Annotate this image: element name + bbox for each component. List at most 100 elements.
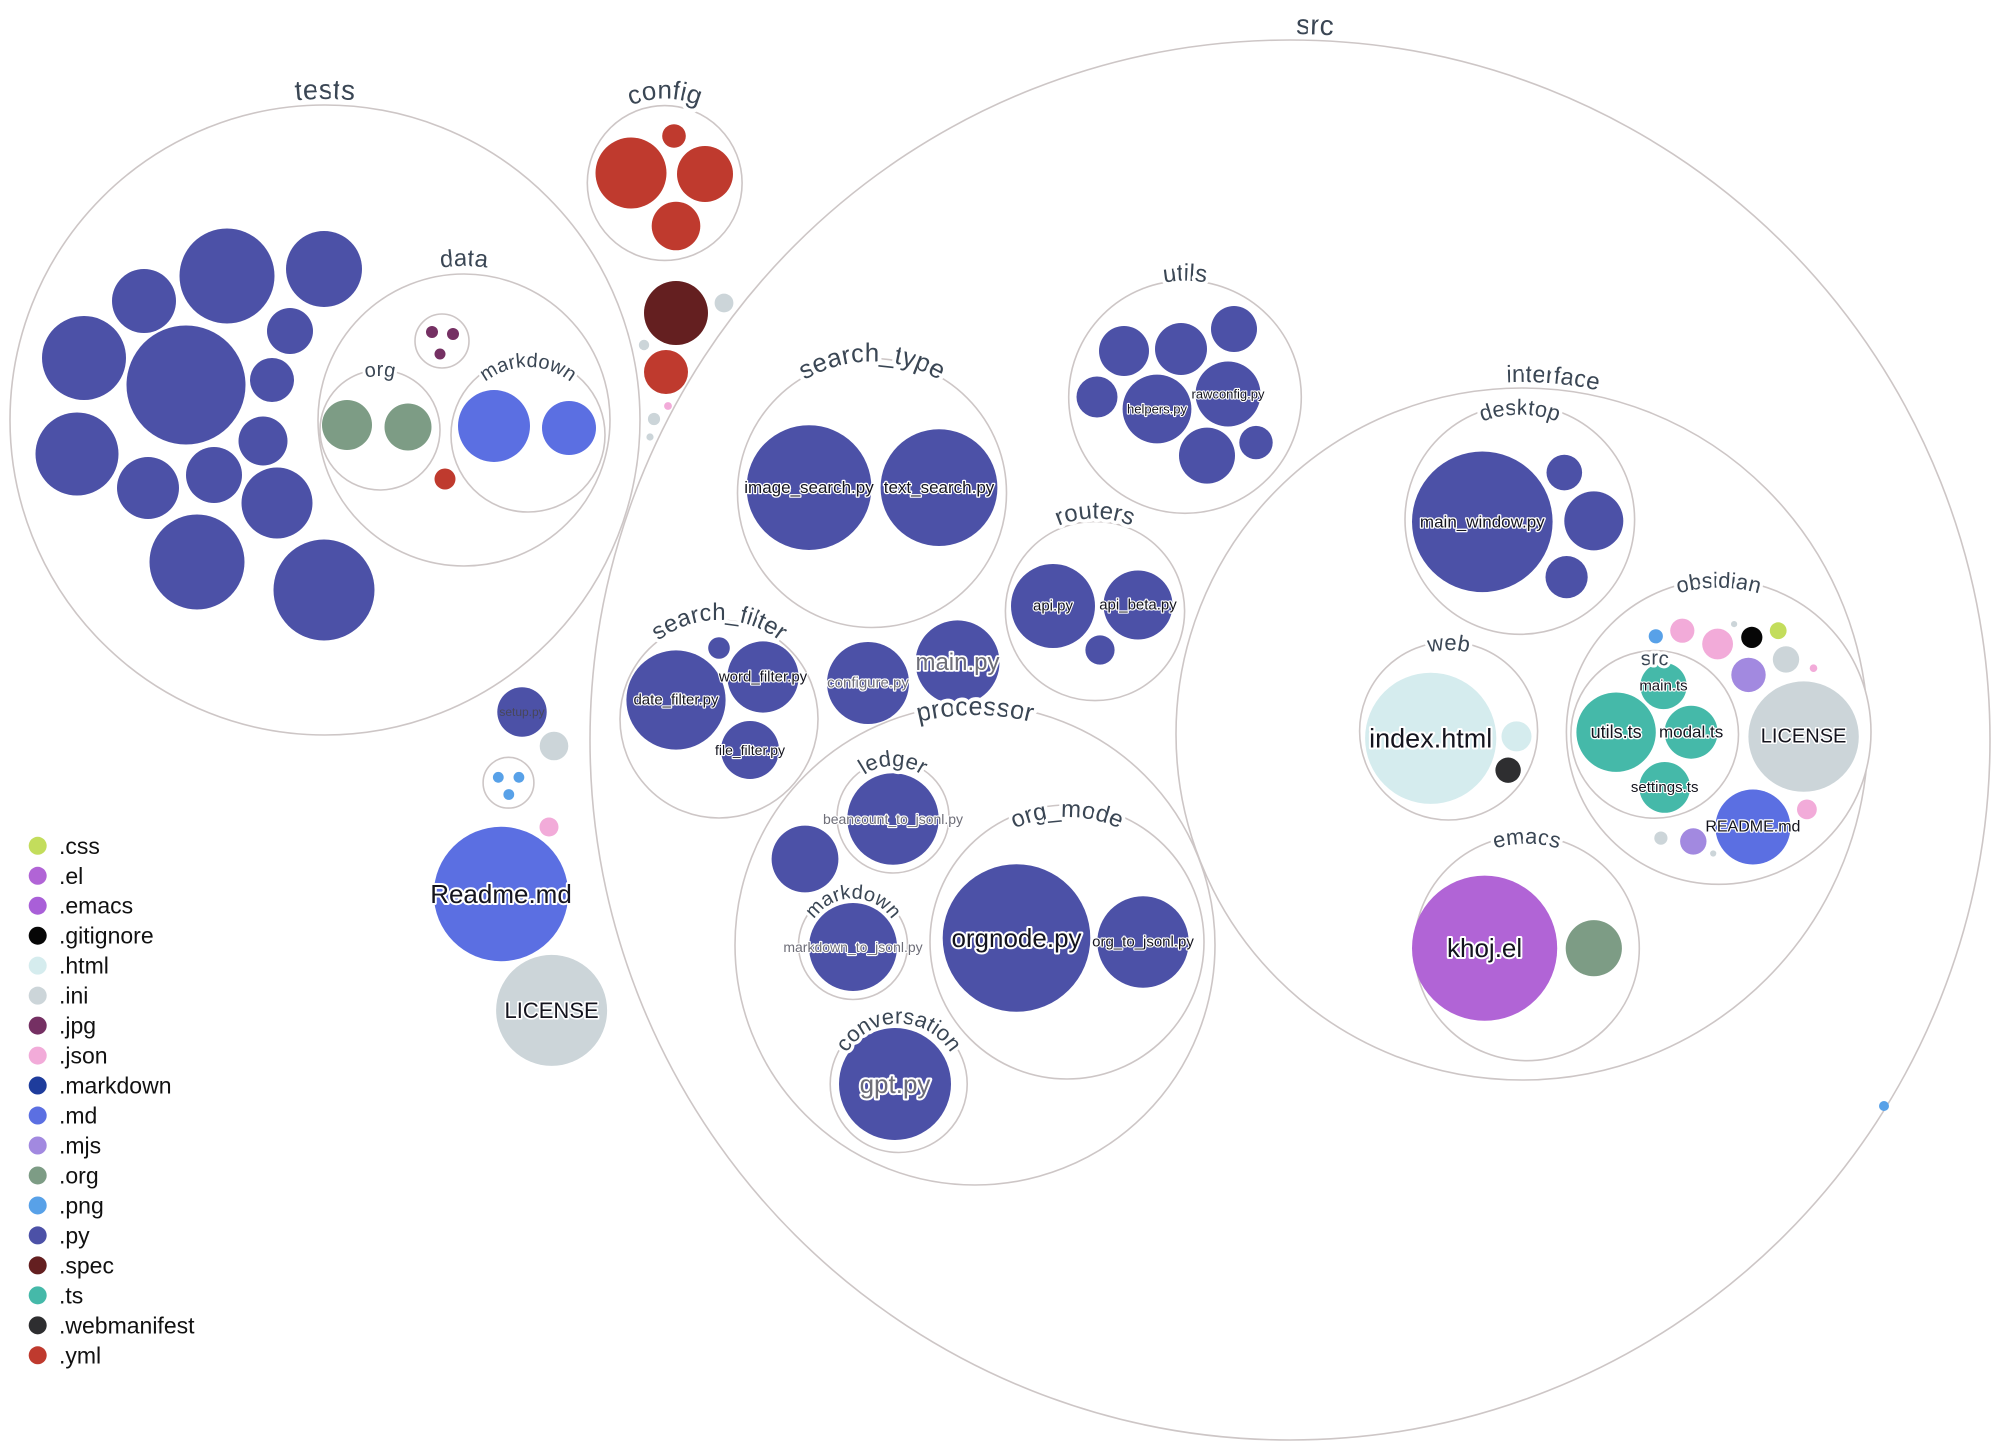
file-circle-tests-py-5 [42,316,126,400]
file-circle-root-yml [644,350,688,394]
file-label-date-filter-py: date_filter.py [633,692,719,709]
file-circle-utils-py-1 [1099,326,1149,376]
legend-dot-emacs [28,896,47,915]
file-label-api-py: api.py [1033,598,1074,615]
legend-row-html: .html [28,953,109,979]
file-circle-md-file-1 [458,390,530,462]
file-label-obsidian-license: LICENSE [1761,726,1847,748]
file-circle-obsidian-license [1748,681,1859,792]
file-circle-config-yml-1 [595,137,667,209]
legend-row-mjs: .mjs [28,1133,101,1159]
legend-label-ini: .ini [59,983,88,1009]
file-label-main-ts: main.ts [1639,677,1687,694]
file-circle-obsidian-mjs-2 [1680,828,1707,855]
file-circle-text-search-py [880,429,998,546]
legend-label-yml: .yml [59,1342,101,1368]
file-circle-word-filter-py [727,641,799,713]
legend-label-md: .md [59,1103,97,1129]
legend-row-webmanifest: .webmanifest [28,1312,195,1338]
file-circle-root-json-1 [664,402,672,410]
legend-dot-mjs [28,1136,47,1155]
file-circle-config-yml-3 [662,124,686,148]
file-circle-jpg-2 [447,328,459,340]
legend-label-json: .json [59,1043,108,1069]
file-circle-root-ini-2 [638,339,650,351]
file-circles [35,124,1889,1140]
file-circle-utils-py-8 [1239,425,1273,460]
legend-row-spec: .spec [28,1252,114,1278]
file-circle-utils-py-7 [1179,427,1235,484]
file-circle-orgnode-py [942,864,1091,1012]
file-circle-root-license [496,954,608,1066]
legend-label-png: .png [59,1192,104,1218]
file-circle-root-ini-3 [647,412,661,426]
legend-row-md: .md [28,1103,97,1129]
file-circle-root-ini-1 [714,293,734,313]
folder-label-web: web [1425,630,1473,657]
file-circle-png-2 [513,771,525,783]
file-label-root-license: LICENSE [505,998,599,1023]
file-circle-obsidian-ini-2 [1772,646,1800,673]
file-circle-jpg-1 [426,326,438,338]
file-label-obsidian-readme: README.md [1705,819,1800,836]
file-label-markdown-to-jsonl-py: markdown_to_jsonl.py [783,939,922,955]
file-circle-file-filter-py [721,721,779,779]
folder-label-utils: utils [1161,260,1209,289]
file-label-settings-ts: settings.ts [1631,779,1699,796]
file-circle-tests-py-9 [117,457,179,519]
legend-dot-ini [28,986,47,1005]
legend-dot-jpg [28,1016,47,1035]
legend-label-ts: .ts [59,1282,83,1308]
legend-dot-el [28,866,47,885]
file-circle-root-json-2 [539,817,559,837]
file-circle-tests-py-11 [238,416,288,466]
file-label-configure-py: configure.py [827,675,909,692]
file-label-text-search-py: text_search.py [884,478,995,497]
legend-row-el: .el [28,863,83,889]
file-circle-date-filter-py [626,650,726,750]
file-circle-processor-py-loose [771,825,839,893]
legend-dot-png [28,1196,47,1215]
file-circle-emacs-org [1565,920,1622,977]
file-circle-org-to-jsonl-py [1097,896,1189,988]
file-circle-routers-py-3 [1085,635,1115,665]
file-circle-obsidian-json-3 [1809,664,1818,672]
file-circle-obsidian-json-1 [1670,618,1695,643]
legend-row-ts: .ts [28,1282,83,1308]
file-circle-tests-py-7 [250,358,294,402]
file-circle-modal-ts [1664,705,1718,759]
legend-row-gitignore: .gitignore [28,923,154,949]
file-circle-tests-py-14 [273,539,375,641]
folder-circle-org [319,369,441,491]
legend-dot-html [28,956,47,975]
file-circle-tests-py-2 [179,228,275,324]
legend-row-py: .py [28,1222,90,1248]
file-label-orgnode-py: orgnode.py [951,923,1081,953]
file-label-word-filter-py: word_filter.py [718,669,808,686]
file-circle-index-html [1365,672,1497,804]
file-circle-desktop-py-2 [1546,454,1583,491]
file-label-image-search-py: image_search.py [744,478,874,497]
file-circle-rawconfig-py [1195,361,1261,427]
legend-dot-webmanifest [28,1316,47,1335]
legend-dot-json [28,1046,47,1065]
legend-dot-ts [28,1286,47,1305]
file-circle-obsidian-readme [1715,789,1791,865]
file-circle-tests-py-1 [126,325,246,445]
file-circle-utils-ts [1576,692,1656,772]
legend-row-jpg: .jpg [28,1013,96,1039]
legend-dot-gitignore [28,926,47,945]
legend-row-emacs: .emacs [28,893,133,919]
legend-row-png: .png [28,1192,104,1218]
legend-label-css: .css [59,833,100,859]
file-circle-root-spec [644,281,708,345]
file-circle-obsidian-json-4 [1797,799,1817,820]
file-circle-settings-ts [1639,762,1691,813]
folder-label-tests: tests [293,74,356,106]
file-circle-tests-py-12 [241,467,313,539]
legend-dot-markdown [28,1076,47,1095]
